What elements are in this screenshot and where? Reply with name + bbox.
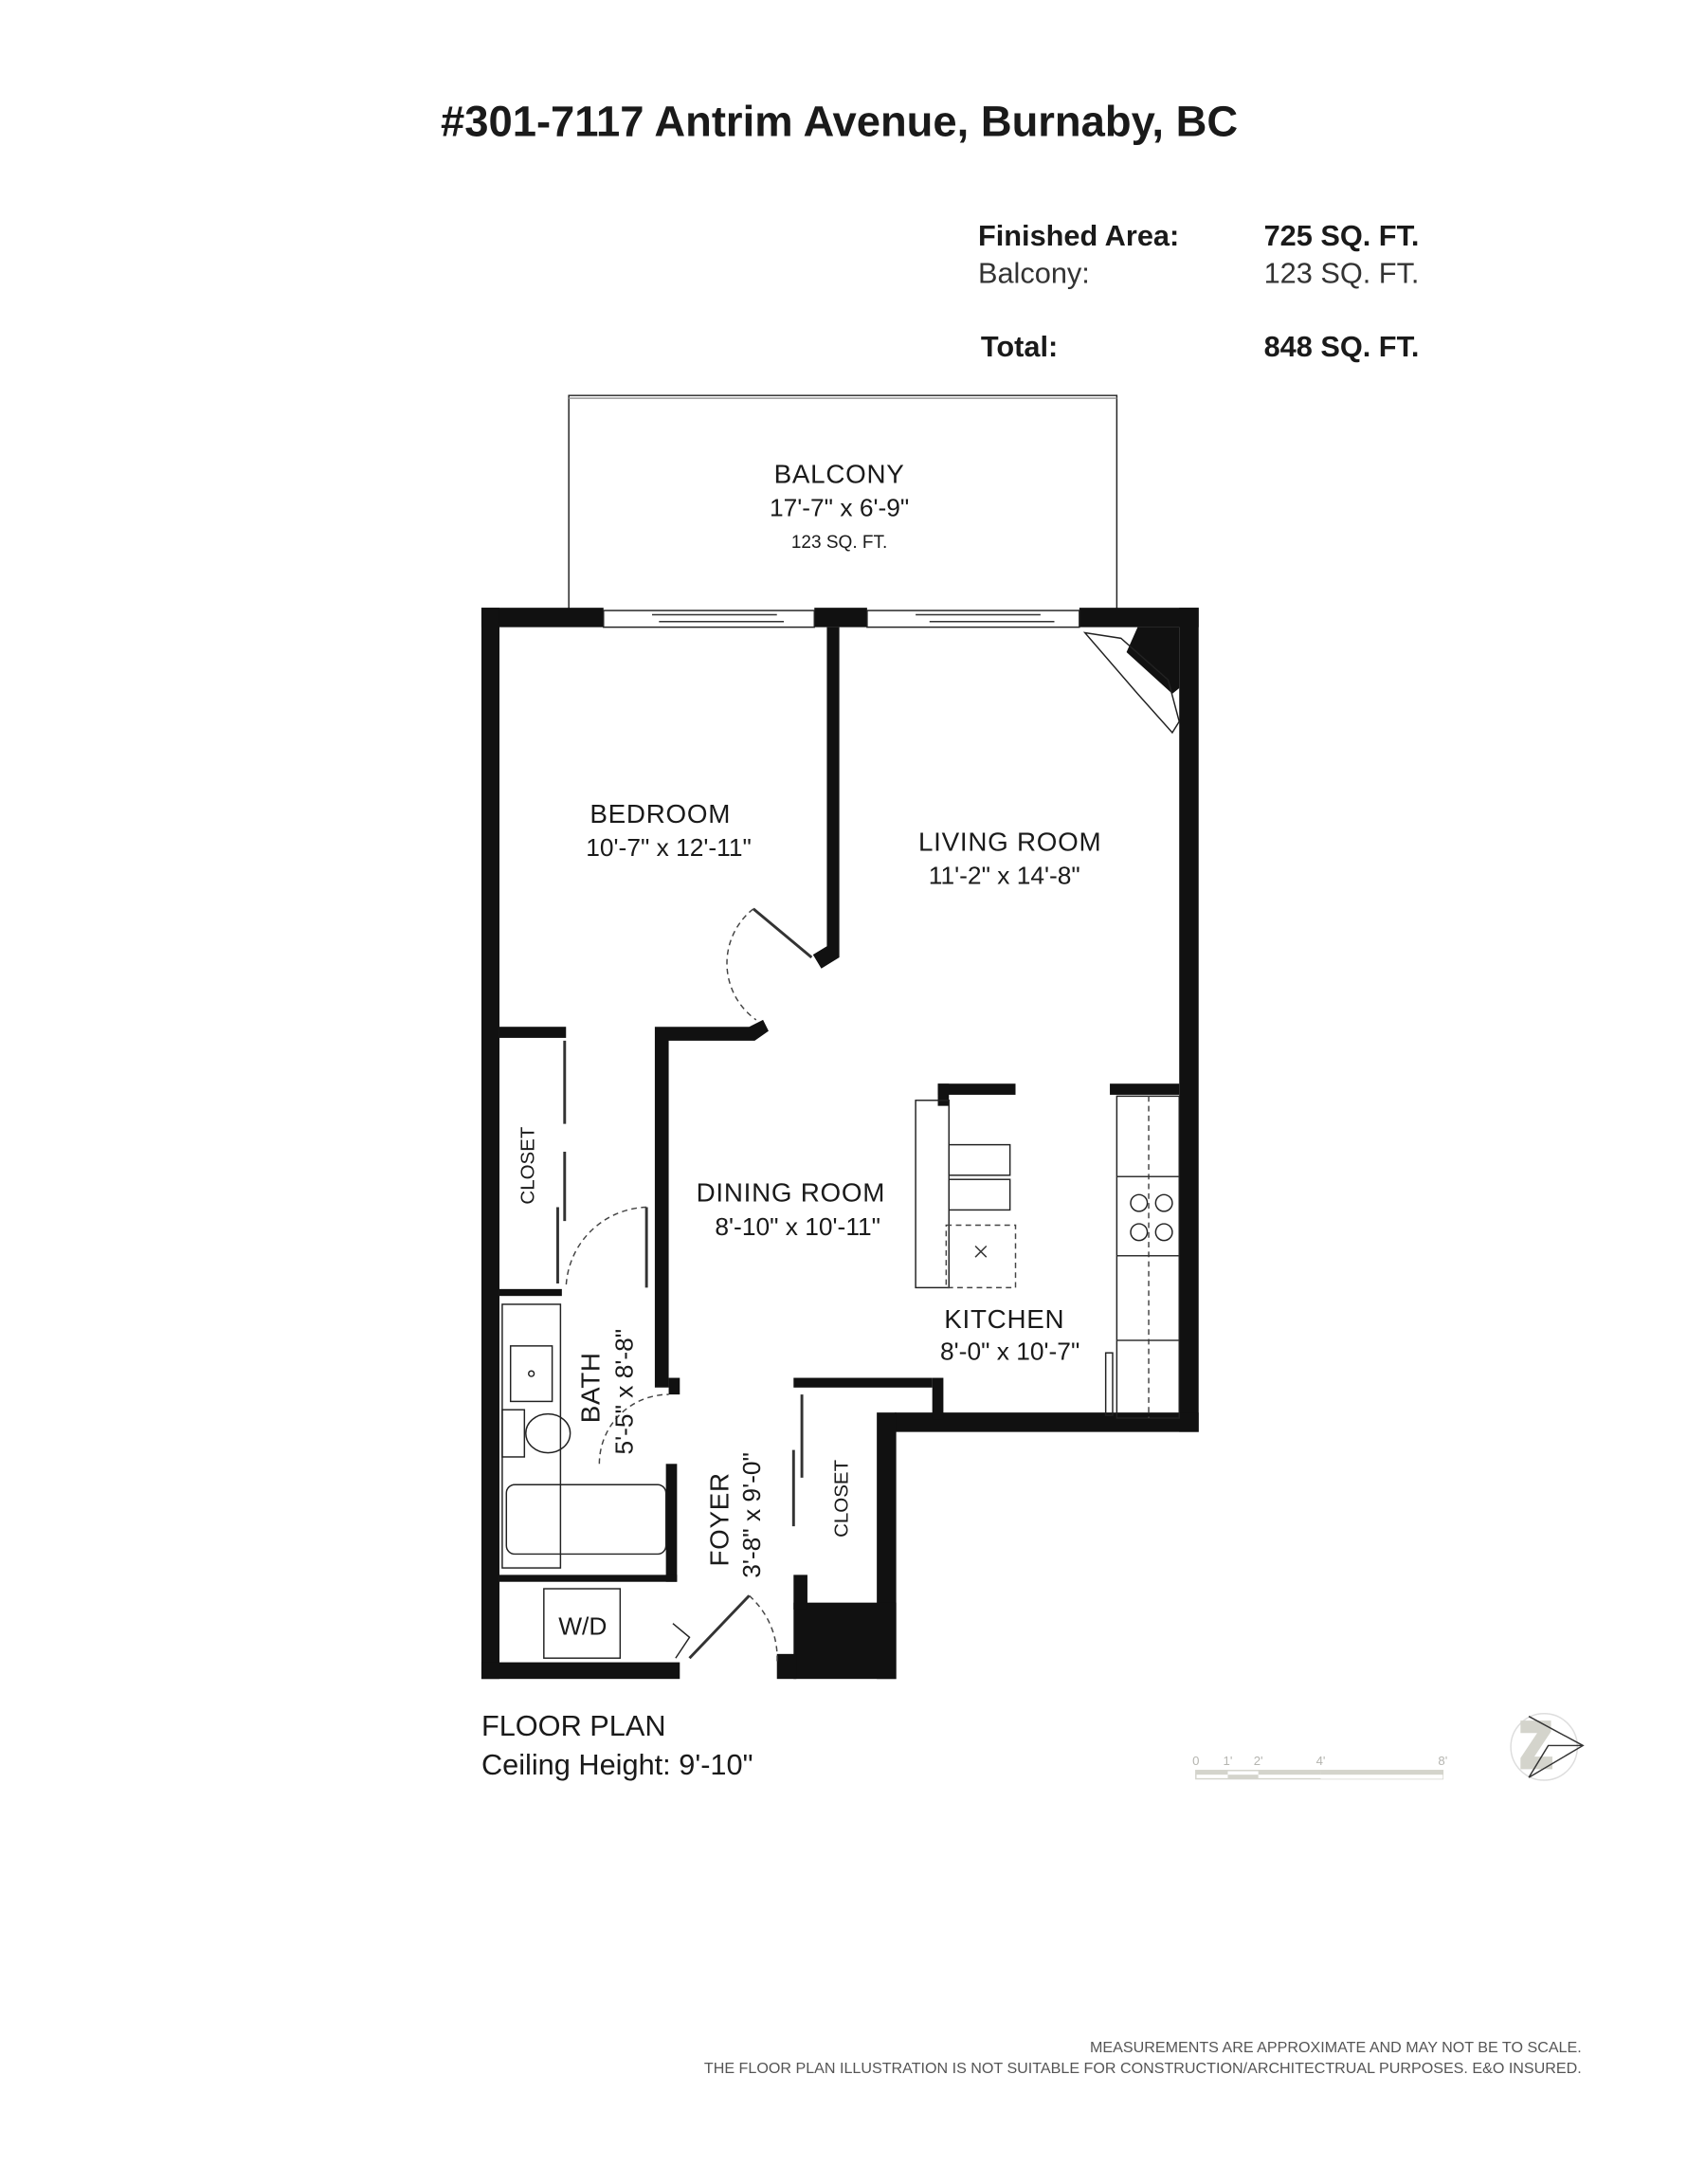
floor-plan-label: FLOOR PLAN <box>481 1709 666 1742</box>
balcony-area: 123 SQ. FT. <box>791 533 887 553</box>
area-summary: Finished Area: 725 SQ. FT. Balcony: 123 … <box>978 219 1419 363</box>
kitchen-name: KITCHEN <box>944 1304 1064 1334</box>
scale-bar: 0 1' 2' 4' 8' <box>1192 1754 1447 1780</box>
fixtures <box>501 610 1181 1665</box>
ceiling-height: Ceiling Height: 9'-10" <box>481 1748 753 1781</box>
page-title: #301-7117 Antrim Avenue, Burnaby, BC <box>441 97 1238 145</box>
total-area-value: 848 SQ. FT. <box>1264 330 1420 363</box>
scale-tick: 8' <box>1438 1754 1447 1768</box>
dining-room-dims: 8'-10" x 10'-11" <box>715 1212 880 1241</box>
scale-tick: 0 <box>1192 1754 1199 1768</box>
balcony <box>568 394 1118 611</box>
disclaimer-line-1: MEASUREMENTS ARE APPROXIMATE AND MAY NOT… <box>1090 2039 1582 2056</box>
scale-tick: 4' <box>1316 1754 1326 1768</box>
foyer-name: FOYER <box>705 1472 735 1566</box>
closet-foyer-label: CLOSET <box>830 1459 852 1537</box>
kitchen-dims: 8'-0" x 10'-7" <box>940 1338 1079 1366</box>
finished-area-value: 725 SQ. FT. <box>1264 219 1420 252</box>
living-room-name: LIVING ROOM <box>918 827 1101 856</box>
dining-room-name: DINING ROOM <box>697 1178 886 1208</box>
balcony-area-value: 123 SQ. FT. <box>1264 257 1420 290</box>
balcony-name: BALCONY <box>774 459 905 488</box>
room-labels: BALCONY 17'-7" x 6'-9" 123 SQ. FT. BEDRO… <box>517 459 1101 1640</box>
balcony-area-label: Balcony: <box>978 257 1090 290</box>
disclaimer-line-2: THE FLOOR PLAN ILLUSTRATION IS NOT SUITA… <box>704 2060 1582 2077</box>
finished-area-label: Finished Area: <box>978 219 1179 252</box>
total-area-label: Total: <box>981 330 1058 363</box>
north-arrow-icon <box>1510 1713 1585 1781</box>
bedroom-dims: 10'-7" x 12'-11" <box>586 833 752 862</box>
living-room-dims: 11'-2" x 14'-8" <box>929 861 1080 889</box>
bedroom-name: BEDROOM <box>590 799 731 828</box>
closet-bedroom-label: CLOSET <box>517 1126 539 1204</box>
bath-dims: 5'-5" x 8'-8" <box>610 1329 639 1455</box>
scale-tick: 2' <box>1254 1754 1263 1768</box>
scale-tick: 1' <box>1224 1754 1233 1768</box>
foyer-dims: 3'-8" x 9'-0" <box>737 1452 766 1578</box>
washer-dryer-label: W/D <box>558 1611 607 1640</box>
balcony-dims: 17'-7" x 6'-9" <box>770 494 909 522</box>
bath-name: BATH <box>575 1352 605 1423</box>
